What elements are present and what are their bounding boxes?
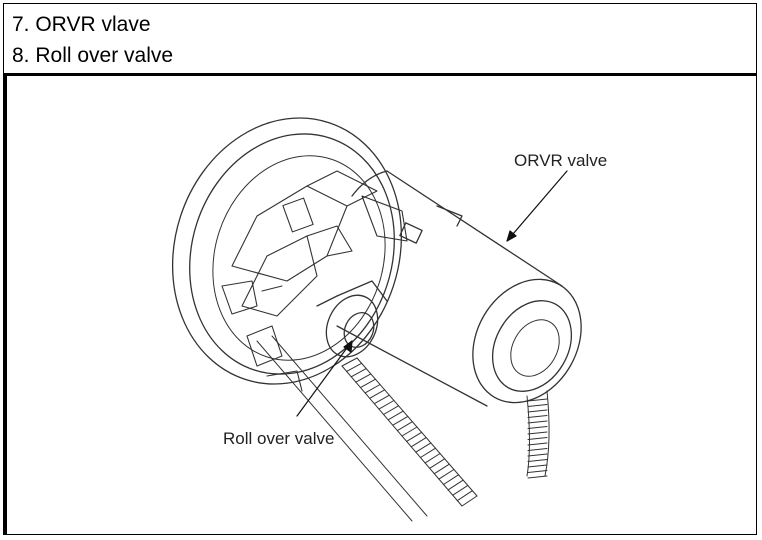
- roll-over-leader: [296, 340, 353, 417]
- roll-over-valve-body: [316, 280, 388, 358]
- corrugated-hose-center: [341, 357, 478, 507]
- figure-area: ORVR valve Roll over valve: [4, 76, 756, 534]
- orvr-valve-body: [336, 170, 582, 407]
- roll-over-valve-callout: Roll over valve: [223, 429, 335, 448]
- pump-flange: [171, 117, 403, 385]
- caption-line-roll-over: 8. Roll over valve: [12, 44, 174, 67]
- pump-bracket: [221, 170, 408, 392]
- valve-illustration: ORVR valve Roll over valve: [171, 117, 607, 522]
- caption-header: 7. ORVR vlave 8. Roll over valve: [4, 4, 756, 76]
- callout-leaders: [296, 170, 568, 417]
- fuel-tube: [256, 335, 428, 522]
- orvr-leader: [506, 170, 568, 242]
- orvr-arrowhead: [506, 230, 517, 242]
- diagram-panel: 7. ORVR vlave 8. Roll over valve: [3, 3, 757, 535]
- corrugated-hose-right: [526, 390, 550, 479]
- roll-over-arrowhead: [343, 340, 353, 353]
- caption-line-orvr: 7. ORVR vlave: [12, 13, 151, 36]
- orvr-valve-callout: ORVR valve: [514, 151, 607, 170]
